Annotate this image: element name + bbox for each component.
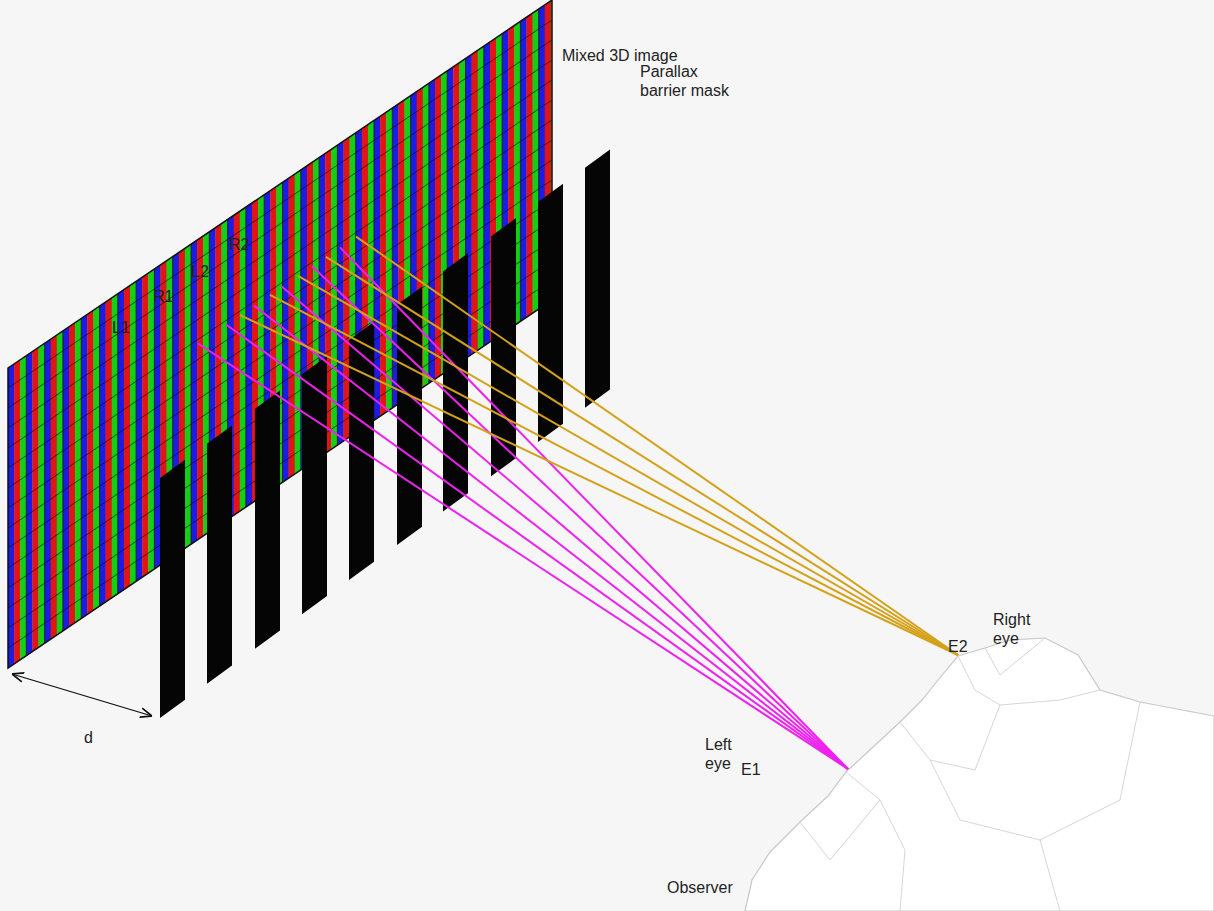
pixel-stripe bbox=[240, 0, 246, 700]
pixel-separator bbox=[136, 0, 137, 700]
pixel-separator bbox=[245, 0, 246, 700]
pixel-separator bbox=[154, 0, 155, 700]
pixel-stripe bbox=[57, 0, 63, 700]
pixel-stripe bbox=[197, 0, 203, 700]
head-shape bbox=[745, 638, 1214, 911]
head-facet bbox=[900, 705, 1000, 770]
pixel-stripe bbox=[124, 0, 130, 700]
pixel-stripe bbox=[20, 0, 26, 700]
pixel-stripe bbox=[185, 0, 191, 700]
pixel-stripe bbox=[191, 0, 197, 700]
pixel-stripe bbox=[380, 0, 386, 700]
pixel-stripe bbox=[154, 0, 160, 700]
pixel-stripe bbox=[45, 0, 51, 700]
pixel-stripe bbox=[75, 0, 81, 700]
pixel-stripe bbox=[283, 0, 289, 700]
pixel-separator bbox=[62, 0, 63, 700]
pixel-stripe bbox=[51, 0, 57, 700]
observer-head bbox=[745, 638, 1214, 911]
pixel-row-line bbox=[8, 20, 552, 388]
light-ray bbox=[270, 295, 958, 655]
pixel-stripe bbox=[39, 0, 45, 700]
light-ray bbox=[326, 257, 958, 655]
mask-label: Parallax barrier mask bbox=[640, 62, 745, 100]
pixel-stripe bbox=[520, 0, 526, 700]
view-label: R1 bbox=[153, 287, 173, 306]
light-ray bbox=[340, 247, 848, 769]
pixel-stripe bbox=[14, 0, 20, 700]
light-ray bbox=[240, 315, 958, 655]
pixel-stripe bbox=[87, 0, 93, 700]
head-facet bbox=[930, 702, 1140, 840]
observer-label: Observer bbox=[667, 878, 733, 897]
pixel-separator bbox=[282, 0, 283, 700]
pixel-stripe bbox=[136, 0, 142, 700]
pixel-stripe bbox=[100, 0, 106, 700]
pixel-stripe bbox=[142, 0, 148, 700]
view-label: L1 bbox=[112, 318, 130, 337]
pixel-stripe bbox=[148, 0, 154, 700]
distance-arrow bbox=[12, 674, 152, 716]
pixel-separator bbox=[81, 0, 82, 700]
pixel-stripe bbox=[331, 0, 337, 700]
barrier-strip bbox=[585, 150, 610, 408]
pixel-separator bbox=[392, 0, 393, 700]
pixel-stripe bbox=[130, 0, 136, 700]
pixel-stripe bbox=[337, 0, 343, 700]
eye-label: Left eye bbox=[705, 735, 743, 773]
pixel-separator bbox=[337, 0, 338, 700]
pixel-separator bbox=[483, 0, 484, 700]
light-ray bbox=[226, 325, 848, 769]
pixel-stripe bbox=[8, 0, 14, 700]
distance-label: d bbox=[84, 728, 93, 747]
pixel-stripe bbox=[484, 0, 490, 700]
pixel-stripe bbox=[289, 0, 295, 700]
barrier-strip bbox=[397, 287, 422, 545]
barrier-strip bbox=[443, 253, 468, 511]
pixel-row-line bbox=[8, 60, 552, 428]
pixel-separator bbox=[191, 0, 192, 700]
pixel-row-line bbox=[8, 40, 552, 408]
pixel-stripe bbox=[234, 0, 240, 700]
light-ray bbox=[298, 276, 958, 655]
view-label: R2 bbox=[229, 235, 249, 254]
barrier-strip bbox=[255, 390, 280, 648]
barrier-mask bbox=[160, 150, 610, 719]
eye-point-label: E2 bbox=[948, 637, 968, 656]
light-ray bbox=[356, 237, 958, 655]
head-facet bbox=[800, 800, 880, 860]
pixel-separator bbox=[99, 0, 100, 700]
pixel-separator bbox=[117, 0, 118, 700]
pixel-stripe bbox=[344, 0, 350, 700]
pixel-stripe bbox=[527, 0, 533, 700]
light-ray bbox=[312, 266, 848, 769]
eye-point-label: E1 bbox=[741, 760, 761, 779]
right-eye-rays bbox=[240, 237, 958, 655]
pixel-stripe bbox=[246, 0, 252, 700]
view-label: L2 bbox=[191, 262, 209, 281]
barrier-strip bbox=[207, 425, 232, 683]
image-title: Mixed 3D image bbox=[562, 46, 678, 65]
head-facet bbox=[1040, 840, 1060, 911]
pixel-stripe bbox=[106, 0, 112, 700]
light-ray bbox=[254, 306, 848, 769]
head-facet bbox=[958, 656, 1100, 705]
barrier-strip bbox=[160, 460, 185, 718]
pixel-separator bbox=[44, 0, 45, 700]
head-facet bbox=[846, 772, 905, 911]
pixel-stripe bbox=[69, 0, 75, 700]
pixel-row-line bbox=[8, 280, 552, 648]
light-ray bbox=[282, 287, 848, 769]
pixel-stripe bbox=[429, 0, 435, 700]
eye-label: Right eye bbox=[993, 610, 1037, 648]
left-eye-rays bbox=[198, 247, 848, 769]
